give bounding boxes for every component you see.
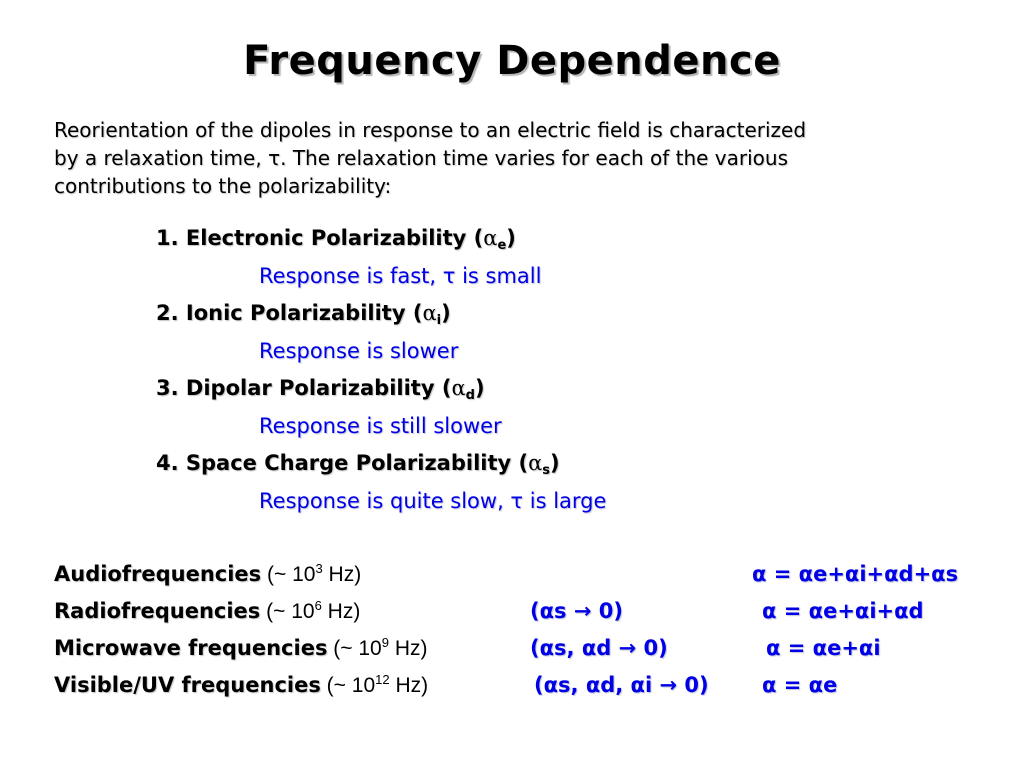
value-exponent: 3 xyxy=(315,561,323,576)
item-label: 4. Space Charge Polarizability ( xyxy=(156,451,529,475)
frequency-name: Microwave frequencies (~ 109 Hz) xyxy=(54,630,427,667)
list-item-electronic: 1. Electronic Polarizability (αe) xyxy=(156,220,976,257)
response-electronic: Response is fast, τ is small xyxy=(259,264,542,288)
alpha-symbol: α xyxy=(422,301,437,325)
value-suffix: Hz) xyxy=(321,600,361,623)
frequency-row-microwave: Microwave frequencies (~ 109 Hz) (αs, αd… xyxy=(54,630,994,667)
item-subscript: e xyxy=(497,238,507,253)
value-suffix: Hz) xyxy=(388,637,428,660)
frequency-name: Audiofrequencies (~ 103 Hz) xyxy=(54,556,361,593)
frequency-value: (~ 106 Hz) xyxy=(260,598,361,623)
item-close: ) xyxy=(506,226,516,250)
intro-line-1: Reorientation of the dipoles in response… xyxy=(54,118,807,142)
value-exponent: 9 xyxy=(381,635,389,650)
value-prefix: (~ 10 xyxy=(327,637,382,660)
value-prefix: (~ 10 xyxy=(260,600,315,623)
item-subscript: d xyxy=(465,388,475,403)
intro-paragraph: Reorientation of the dipoles in response… xyxy=(54,116,984,200)
frequency-condition: (αs → 0) xyxy=(530,599,623,623)
response-ionic: Response is slower xyxy=(259,339,459,363)
response-dipolar: Response is still slower xyxy=(259,414,502,438)
frequency-label: Audiofrequencies xyxy=(54,562,262,586)
slide-title: Frequency Dependence xyxy=(243,38,781,84)
value-exponent: 12 xyxy=(375,672,390,687)
list-item-space-charge: 4. Space Charge Polarizability (αs) xyxy=(156,445,976,482)
polarizability-list: 1. Electronic Polarizability (αe) Respon… xyxy=(156,220,976,520)
list-item-ionic: 2. Ionic Polarizability (αi) xyxy=(156,295,976,332)
frequency-label: Microwave frequencies xyxy=(54,636,328,660)
item-label: 1. Electronic Polarizability ( xyxy=(156,226,484,250)
item-close: ) xyxy=(441,301,451,325)
value-suffix: Hz) xyxy=(389,674,429,697)
intro-line-2: by a relaxation time, τ. The relaxation … xyxy=(54,146,788,170)
frequency-table: Audiofrequencies (~ 103 Hz) α = αe+αi+αd… xyxy=(54,556,994,704)
value-suffix: Hz) xyxy=(322,563,362,586)
value-prefix: (~ 10 xyxy=(261,563,316,586)
frequency-label: Radiofrequencies xyxy=(54,599,261,623)
item-label: 3. Dipolar Polarizability ( xyxy=(156,376,452,400)
alpha-symbol: α xyxy=(528,451,543,475)
list-item-dipolar: 3. Dipolar Polarizability (αd) xyxy=(156,370,976,407)
frequency-condition: (αs, αd, αi → 0) xyxy=(534,673,709,697)
item-subscript: i xyxy=(436,313,442,328)
value-exponent: 6 xyxy=(314,598,322,613)
frequency-value: (~ 1012 Hz) xyxy=(320,672,429,697)
item-close: ) xyxy=(550,451,560,475)
item-label: 2. Ionic Polarizability ( xyxy=(156,301,423,325)
frequency-equation: α = αe+αi xyxy=(766,636,881,660)
frequency-equation: α = αe xyxy=(762,673,838,697)
alpha-symbol: α xyxy=(483,226,498,250)
item-subscript: s xyxy=(542,463,551,478)
intro-line-3: contributions to the polarizability: xyxy=(54,174,392,198)
item-close: ) xyxy=(474,376,485,400)
frequency-row-radio: Radiofrequencies (~ 106 Hz) (αs → 0) α =… xyxy=(54,593,994,630)
frequency-condition: (αs, αd → 0) xyxy=(530,636,668,660)
response-space-charge: Response is quite slow, τ is large xyxy=(259,489,607,513)
frequency-value: (~ 103 Hz) xyxy=(261,561,362,586)
frequency-label: Visible/UV frequencies xyxy=(54,673,321,697)
alpha-symbol: α xyxy=(451,376,466,400)
frequency-equation: α = αe+αi+αd+αs xyxy=(752,562,959,586)
value-prefix: (~ 10 xyxy=(320,674,376,697)
frequency-name: Radiofrequencies (~ 106 Hz) xyxy=(54,593,360,630)
frequency-row-audio: Audiofrequencies (~ 103 Hz) α = αe+αi+αd… xyxy=(54,556,994,593)
frequency-name: Visible/UV frequencies (~ 1012 Hz) xyxy=(54,667,428,704)
frequency-row-visible-uv: Visible/UV frequencies (~ 1012 Hz) (αs, … xyxy=(54,667,994,704)
frequency-value: (~ 109 Hz) xyxy=(327,635,428,660)
frequency-equation: α = αe+αi+αd xyxy=(762,599,924,623)
